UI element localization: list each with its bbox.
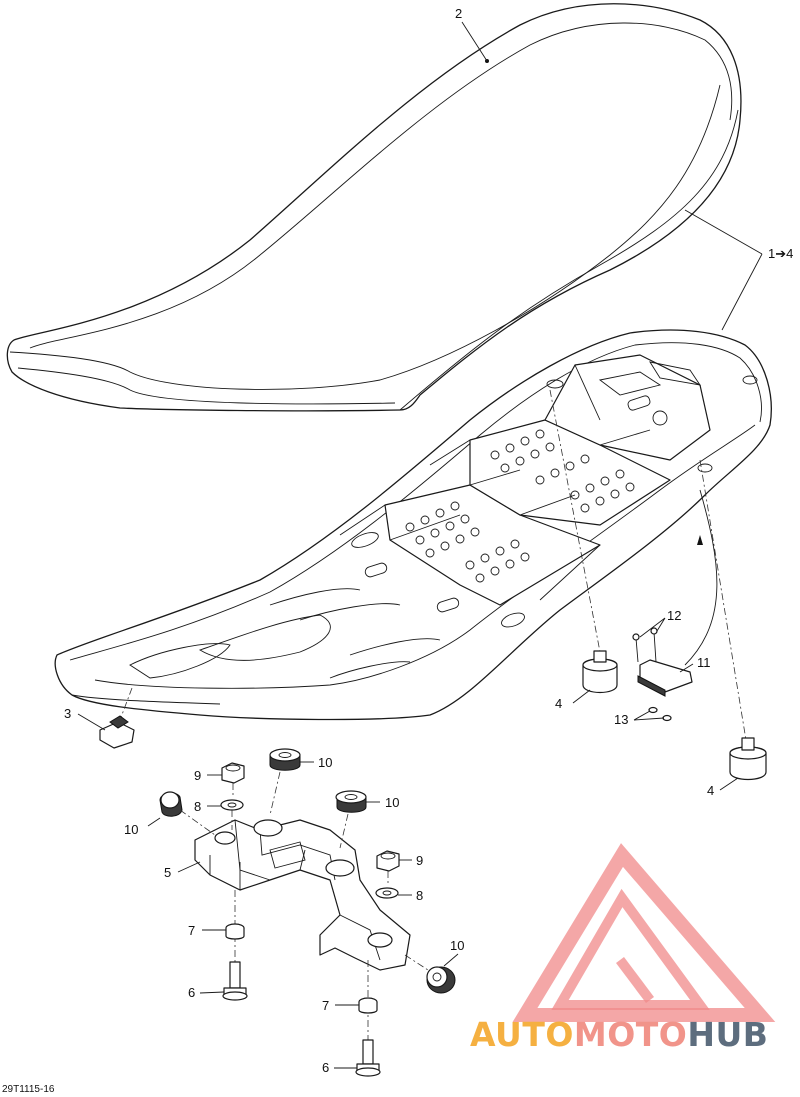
callout-5: 5 — [164, 865, 171, 880]
spacer-7a — [202, 923, 245, 940]
callout-8-a: 8 — [194, 799, 201, 814]
callout-2: 2 — [455, 6, 462, 21]
callout-12: 12 — [667, 608, 681, 623]
callout-7-b: 7 — [322, 998, 329, 1013]
callout-10-d: 10 — [450, 938, 464, 953]
bolt-6a — [199, 890, 248, 1001]
callout-10-b: 10 — [124, 822, 138, 837]
watermark-logo-icon — [512, 843, 776, 1022]
callout-13: 13 — [614, 712, 628, 727]
bumper-3 — [77, 687, 135, 749]
spacer-7b — [335, 997, 378, 1014]
nut-9b — [376, 850, 412, 886]
washer-8a — [207, 799, 244, 830]
watermark-text: AUTOMOTOHUB — [470, 1015, 768, 1054]
leader-2 — [461, 21, 488, 62]
grommet-10a — [269, 748, 314, 816]
callout-1-to-4: 1➔4 — [768, 246, 793, 261]
callout-11: 11 — [697, 655, 711, 670]
seat-base-holes — [405, 429, 635, 583]
watermark-part-3: HUB — [687, 1015, 768, 1054]
callout-3: 3 — [64, 706, 71, 721]
callout-9-a: 9 — [194, 768, 201, 783]
seat-base — [54, 329, 772, 721]
bolt-6b — [334, 960, 381, 1077]
callout-6-a: 6 — [188, 985, 195, 1000]
watermark-part-2: MOTO — [574, 1015, 687, 1054]
callout-labels: 2 1➔4 3 4 4 5 6 6 7 7 8 8 9 9 10 10 10 1… — [64, 6, 793, 1075]
grommet-10b — [147, 791, 216, 836]
callout-8-b: 8 — [416, 888, 423, 903]
bracket-5 — [177, 819, 411, 971]
drawing-code: 29T1115-16 — [2, 1084, 55, 1095]
rubber-stopper-4a — [549, 389, 618, 704]
rubber-stopper-4b — [699, 459, 767, 791]
callout-6-b: 6 — [322, 1060, 329, 1075]
callout-10-c: 10 — [385, 795, 399, 810]
nut-9a — [207, 762, 245, 798]
callout-10-a: 10 — [318, 755, 332, 770]
seat-cover — [6, 3, 742, 412]
washer-8b — [375, 887, 412, 899]
callout-9-b: 9 — [416, 853, 423, 868]
latch-plate-11 — [632, 489, 718, 722]
grommet-10d — [404, 953, 459, 994]
grommet-10c — [335, 790, 380, 849]
callout-4-a: 4 — [555, 696, 562, 711]
callout-7-a: 7 — [188, 923, 195, 938]
leader-1-4 — [684, 209, 763, 331]
callout-4-b: 4 — [707, 783, 714, 798]
watermark-part-1: AUTO — [470, 1015, 574, 1054]
